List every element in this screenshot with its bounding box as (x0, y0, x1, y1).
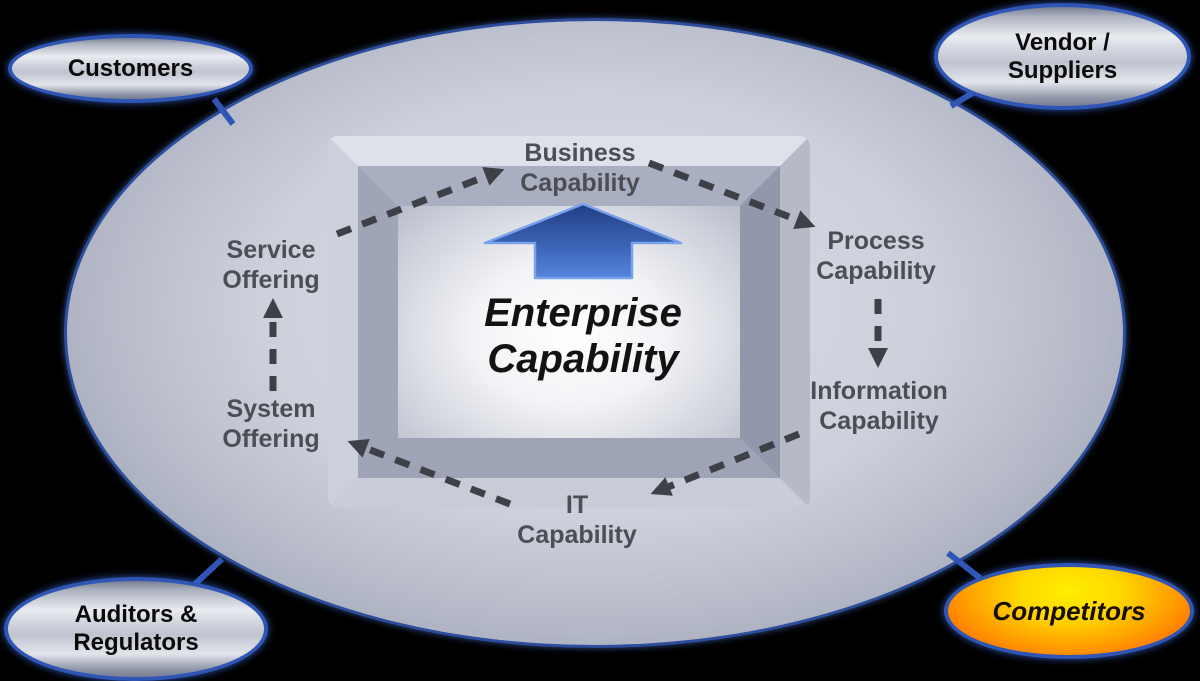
satellite-competitors: Competitors (944, 563, 1194, 659)
label-competitors: Competitors (992, 597, 1145, 625)
label-it-capability-line1: IT (565, 491, 589, 519)
label-business-capability-line2: Capability (520, 169, 640, 197)
label-information-capability-line2: Capability (819, 407, 939, 435)
label-service-offering-line1: Service (226, 236, 316, 264)
satellite-customers: Customers (8, 34, 253, 103)
label-vendor-suppliers-line2: Suppliers (1007, 56, 1118, 84)
label-vendor-suppliers: Vendor / Suppliers (1008, 29, 1117, 85)
label-customers: Customers (68, 55, 193, 83)
satellite-auditors-regulators: Auditors & Regulators (4, 577, 268, 681)
label-it-capability: IT Capability (517, 490, 636, 550)
label-business-capability-line1: Business (524, 139, 636, 167)
center-title-line1: Enterprise (484, 291, 682, 335)
label-service-offering: Service Offering (222, 235, 319, 295)
label-process-capability: Process Capability (816, 226, 935, 286)
label-competitors-line1: Competitors (992, 596, 1146, 626)
label-information-capability: Information Capability (810, 376, 948, 436)
connector-auditors-regulators (192, 556, 225, 587)
label-vendor-suppliers-line1: Vendor / (1015, 28, 1110, 56)
label-auditors-regulators-line2: Regulators (73, 629, 199, 656)
label-process-capability-line2: Capability (816, 257, 936, 285)
label-auditors-regulators-line1: Auditors & (74, 601, 198, 628)
label-it-capability-line2: Capability (517, 521, 637, 549)
label-process-capability-line1: Process (827, 227, 925, 255)
label-auditors-regulators: Auditors & Regulators (73, 601, 198, 657)
label-customers-line1: Customers (67, 54, 194, 82)
label-service-offering-line2: Offering (222, 266, 320, 294)
label-system-offering-line2: Offering (222, 425, 320, 453)
center-title-line2: Capability (487, 337, 679, 381)
satellite-vendor-suppliers: Vendor / Suppliers (934, 3, 1191, 110)
label-business-capability: Business Capability (520, 138, 639, 198)
label-system-offering: System Offering (222, 394, 319, 454)
label-system-offering-line1: System (226, 395, 316, 423)
center-title: Enterprise Capability (484, 290, 682, 382)
label-information-capability-line1: Information (810, 377, 948, 405)
